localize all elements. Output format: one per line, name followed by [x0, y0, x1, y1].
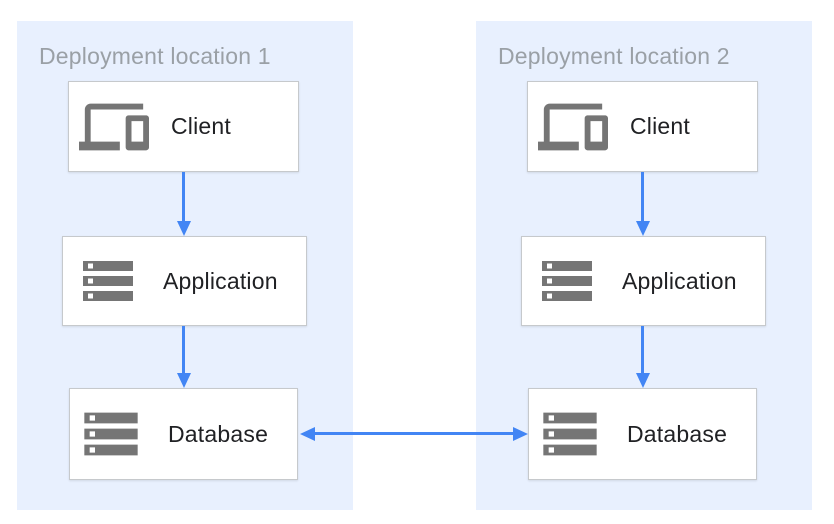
- server-stack-icon: [538, 402, 602, 466]
- arrow-line: [641, 326, 644, 374]
- arrow-client-to-application-1: [176, 172, 191, 236]
- node-client-2: Client: [527, 81, 758, 172]
- server-stack-icon: [537, 251, 597, 311]
- node-database-2: Database: [528, 388, 757, 480]
- deployment-location-2-panel: Deployment location 2 Client Application: [476, 21, 812, 510]
- panel-1-title: Deployment location 1: [39, 43, 271, 69]
- node-label: Application: [622, 267, 737, 294]
- node-label: Client: [630, 113, 691, 139]
- node-label: Client: [171, 113, 232, 139]
- node-application-2: Application: [521, 236, 766, 326]
- node-client-1: Client: [68, 81, 299, 172]
- arrow-head-down-icon: [635, 373, 650, 388]
- node-label: Database: [627, 420, 728, 447]
- arrow-client-to-application-2: [635, 172, 650, 236]
- arrow-head-down-icon: [635, 221, 650, 236]
- arrow-head-left-icon: [300, 426, 315, 441]
- deployment-location-1-panel: Deployment location 1 Client Application: [17, 21, 353, 510]
- node-application-1: Application: [62, 236, 307, 326]
- arrow-line: [641, 172, 644, 222]
- devices-icon: [538, 92, 608, 162]
- node-label: Database: [168, 420, 269, 447]
- server-stack-icon: [78, 251, 138, 311]
- node-label: Application: [163, 267, 278, 294]
- arrow-application-to-database-2: [635, 326, 650, 388]
- arrow-head-down-icon: [176, 373, 191, 388]
- node-database-1: Database: [69, 388, 298, 480]
- panel-2-title: Deployment location 2: [498, 43, 730, 69]
- arrow-head-right-icon: [513, 426, 528, 441]
- arrow-line: [182, 172, 185, 222]
- arrow-head-down-icon: [176, 221, 191, 236]
- arrow-database-replication-bidirectional: [300, 426, 528, 441]
- arrow-line: [313, 432, 515, 435]
- server-stack-icon: [79, 402, 143, 466]
- arrow-line: [182, 326, 185, 374]
- devices-icon: [79, 92, 149, 162]
- arrow-application-to-database-1: [176, 326, 191, 388]
